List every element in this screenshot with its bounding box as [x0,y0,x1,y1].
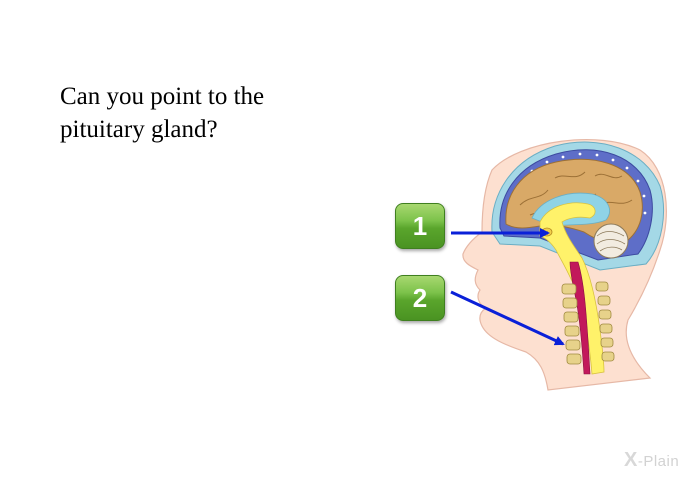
arrow-2 [450,290,565,346]
logo-text: -Plain [637,453,680,470]
logo-mark: X [624,449,638,471]
answer-2-button[interactable]: 2 [395,275,445,321]
ventricle-brainstem [539,202,605,375]
x-plain-logo: X-Plain [624,449,679,472]
question-line-1: Can you point to the [60,83,265,110]
question-text: Can you point to the pituitary gland? [60,80,360,146]
vertebrae [561,281,615,365]
question-line-2: pituitary gland? [60,116,218,143]
cerebellum [593,223,629,259]
answer-1-button[interactable]: 1 [395,203,445,249]
